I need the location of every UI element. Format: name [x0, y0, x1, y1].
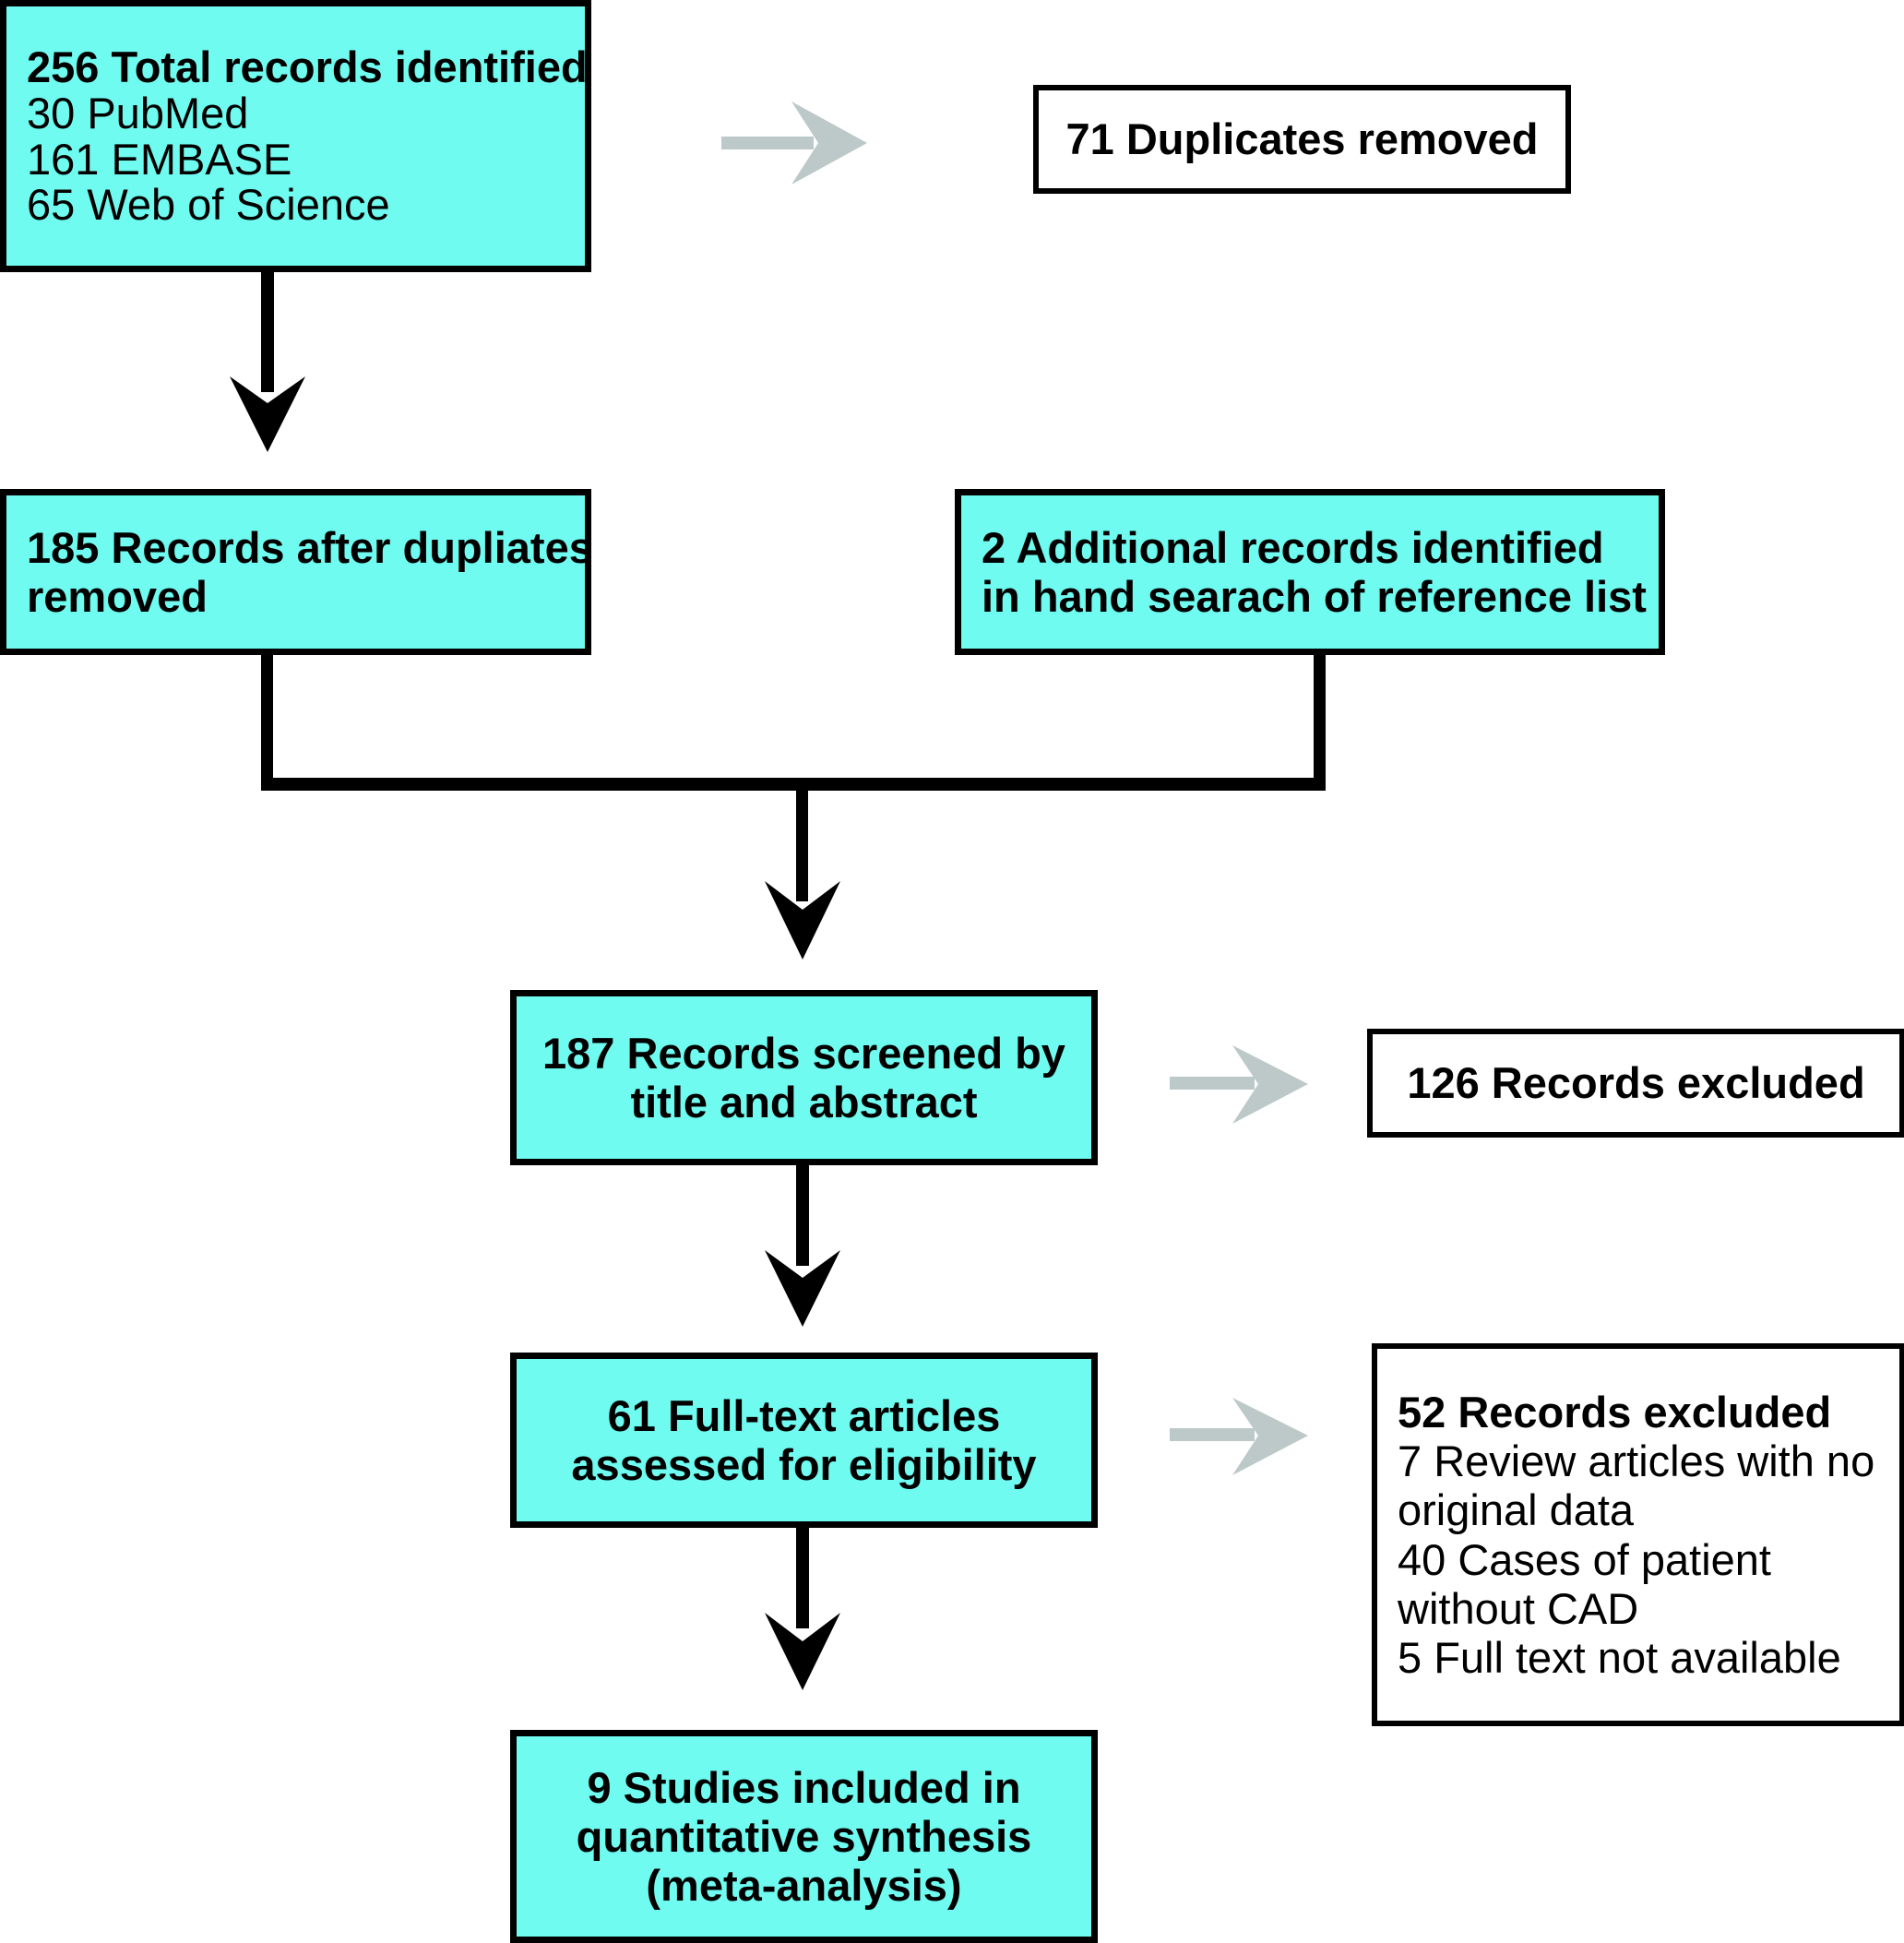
node-line: 126 Records excluded [1407, 1058, 1865, 1108]
node-line: 9 Studies included in [587, 1762, 1021, 1812]
node-records-screened: 187 Records screened by title and abstra… [510, 990, 1098, 1165]
node-line: 185 Records after dupliates [27, 522, 593, 572]
node-line: (meta-analysis) [646, 1861, 962, 1911]
node-line: 52 Records excluded [1398, 1388, 1832, 1437]
arrow-identification-to-after-duplicates [230, 272, 305, 452]
node-duplicates-removed: 71 Duplicates removed [1033, 85, 1571, 194]
node-line: 65 Web of Science [27, 180, 390, 230]
node-full-text-assessed: 61 Full-text articles assessed for eligi… [510, 1353, 1098, 1528]
arrow-identification-to-duplicates [721, 101, 867, 185]
node-line: 187 Records screened by [542, 1028, 1065, 1078]
node-line: 2 Additional records identified [982, 522, 1604, 572]
node-studies-included: 9 Studies included in quantitative synth… [510, 1730, 1098, 1943]
node-line: assessed for eligibility [571, 1440, 1037, 1489]
merge-junction-to-screened [261, 655, 1326, 960]
arrow-screened-to-excluded [1170, 1045, 1308, 1124]
node-line: 256 Total records identified [27, 42, 588, 91]
node-line: without CAD [1398, 1583, 1639, 1633]
node-line: original data [1398, 1485, 1635, 1535]
node-additional-records-hand-search: 2 Additional records identified in hand … [955, 489, 1665, 655]
node-line: 40 Cases of patient [1398, 1534, 1771, 1584]
node-line: 7 Review articles with no [1398, 1436, 1875, 1486]
arrow-screened-to-fulltext [765, 1164, 840, 1327]
node-line: 5 Full text not available [1398, 1632, 1841, 1682]
node-line: 161 EMBASE [27, 134, 292, 184]
node-records-excluded-eligibility: 52 Records excluded 7 Review articles wi… [1372, 1343, 1904, 1726]
node-line: removed [27, 572, 208, 621]
node-total-records-identified: 256 Total records identified 30 PubMed 1… [0, 0, 591, 272]
node-line: 30 PubMed [27, 88, 249, 137]
node-line: in hand searach of reference list [982, 572, 1647, 621]
arrow-fulltext-to-included [765, 1527, 840, 1690]
node-line: title and abstract [630, 1078, 978, 1126]
node-records-after-duplicates: 185 Records after dupliates removed [0, 489, 593, 655]
node-line: 71 Duplicates removed [1065, 114, 1539, 164]
node-line: quantitative synthesis [576, 1811, 1032, 1861]
node-records-excluded-screening: 126 Records excluded [1367, 1029, 1904, 1138]
arrow-fulltext-to-excluded [1170, 1398, 1308, 1475]
node-line: 61 Full-text articles [607, 1390, 1001, 1440]
